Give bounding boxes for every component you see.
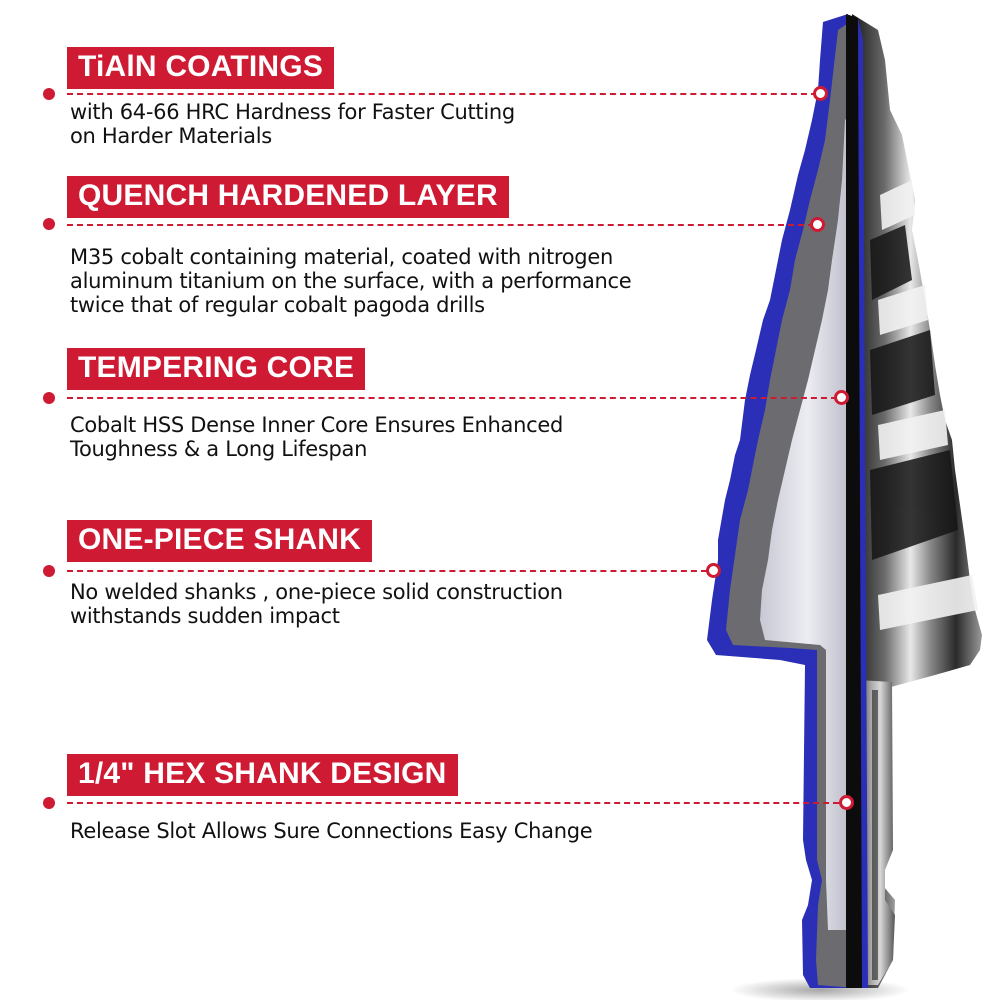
callout-leader-line bbox=[67, 224, 814, 226]
callout-leader-line bbox=[67, 570, 707, 572]
callout-dot-icon bbox=[43, 392, 55, 404]
callout-dot-icon bbox=[43, 565, 55, 577]
callout-dot-icon bbox=[43, 797, 55, 809]
feature-description: Release Slot Allows Sure Connections Eas… bbox=[70, 819, 593, 843]
feature-title: TiAlN COATINGS bbox=[67, 47, 335, 89]
callout-leader-line bbox=[67, 802, 839, 804]
feature-title: 1/4" HEX SHANK DESIGN bbox=[67, 754, 458, 796]
callout-leader-line bbox=[67, 93, 817, 95]
callout-target-icon bbox=[839, 795, 854, 810]
callout-dot-icon bbox=[43, 88, 55, 100]
feature-title: TEMPERING CORE bbox=[67, 348, 366, 390]
feature-description: M35 cobalt containing material, coated w… bbox=[70, 245, 632, 317]
callout-dot-icon bbox=[43, 218, 55, 230]
callout-leader-line bbox=[67, 397, 837, 399]
callout-target-icon bbox=[706, 563, 721, 578]
feature-title: ONE-PIECE SHANK bbox=[67, 520, 373, 562]
callout-target-icon bbox=[813, 86, 828, 101]
feature-title: QUENCH HARDENED LAYER bbox=[67, 176, 509, 218]
callout-target-icon bbox=[834, 390, 849, 405]
feature-description: No welded shanks , one-piece solid const… bbox=[70, 580, 563, 628]
feature-description: Cobalt HSS Dense Inner Core Ensures Enha… bbox=[70, 413, 564, 461]
feature-description: with 64-66 HRC Hardness for Faster Cutti… bbox=[70, 100, 515, 148]
callout-target-icon bbox=[810, 217, 825, 232]
